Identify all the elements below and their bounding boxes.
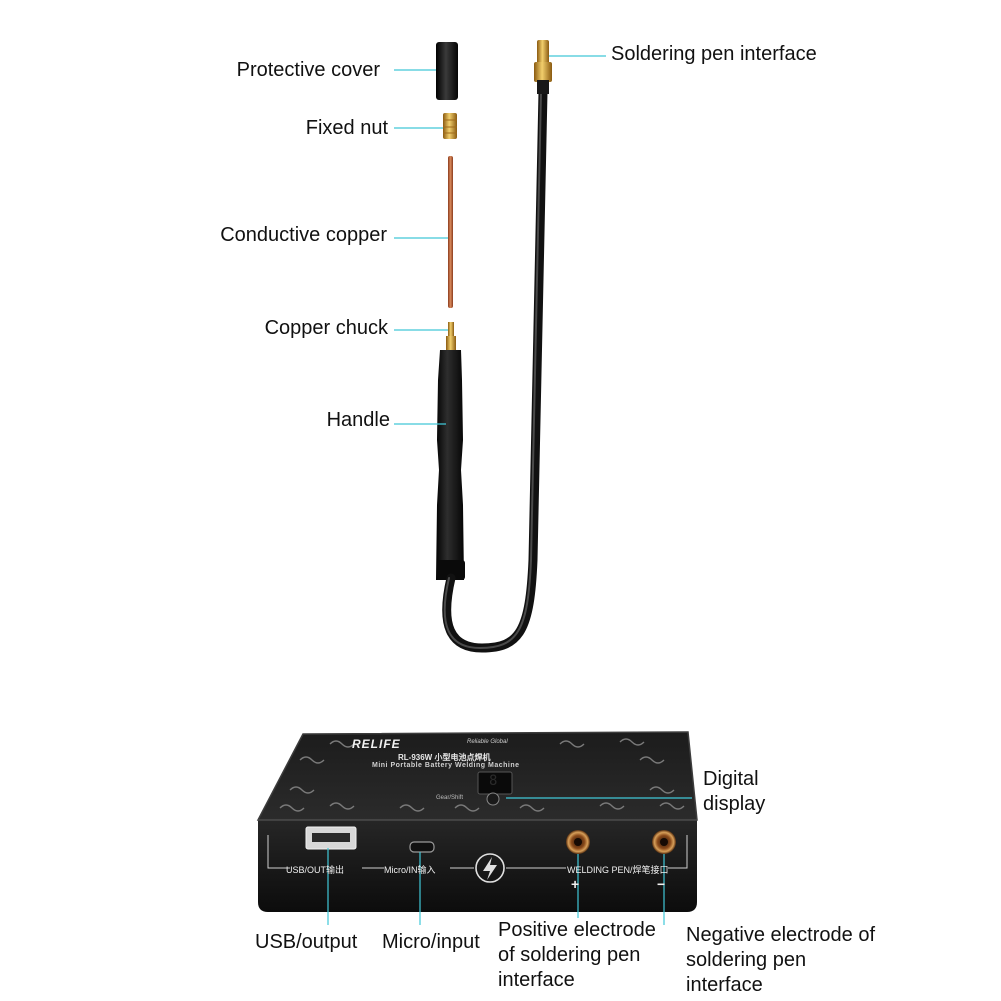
micro-in-port-label: Micro/IN输入 bbox=[384, 865, 436, 875]
device-subtitle: Mini Portable Battery Welding Machine bbox=[372, 762, 520, 769]
device-brand: RELIFE bbox=[352, 737, 401, 751]
label-positive-electrode: Positive electrode of soldering pen inte… bbox=[498, 919, 656, 991]
gear-shift-label: Gear/Shift bbox=[436, 795, 464, 801]
label-soldering-pen-interface: Soldering pen interface bbox=[611, 43, 817, 65]
gear-shift-button[interactable] bbox=[486, 792, 500, 806]
handle-part bbox=[436, 350, 464, 580]
label-fixed-nut: Fixed nut bbox=[305, 117, 388, 139]
label-usb-output: USB/output bbox=[255, 931, 358, 953]
plus-sign: + bbox=[571, 876, 580, 892]
usb-out-port-label: USB/OUT输出 bbox=[286, 865, 345, 875]
soldering-pen-interface-part bbox=[537, 40, 549, 64]
device-tagline: Reliable Global bbox=[467, 739, 508, 745]
fixed-nut-part bbox=[443, 113, 457, 139]
device-leader-lines bbox=[327, 797, 692, 925]
label-conductive-copper: Conductive copper bbox=[220, 224, 387, 246]
minus-sign: − bbox=[657, 876, 666, 892]
label-negative-electrode: Negative electrode of soldering pen inte… bbox=[686, 924, 876, 996]
label-handle: Handle bbox=[326, 409, 390, 431]
protective-cover-part bbox=[436, 42, 458, 100]
conductive-copper-part bbox=[448, 156, 453, 308]
label-protective-cover: Protective cover bbox=[236, 59, 380, 81]
label-digital-display: Digital display bbox=[703, 768, 766, 815]
label-copper-chuck: Copper chuck bbox=[264, 317, 388, 339]
display-digit: 8 bbox=[489, 773, 498, 789]
micro-usb-port[interactable] bbox=[409, 841, 435, 853]
copper-chuck-part bbox=[448, 322, 454, 340]
lightning-icon bbox=[475, 853, 505, 883]
label-micro-input: Micro/input bbox=[382, 931, 480, 953]
welding-pen-port-label: WELDING PEN/焊笔接口 bbox=[567, 865, 669, 875]
leader-lines bbox=[394, 55, 606, 425]
device-model: RL-936W 小型电池点焊机 bbox=[398, 753, 491, 762]
